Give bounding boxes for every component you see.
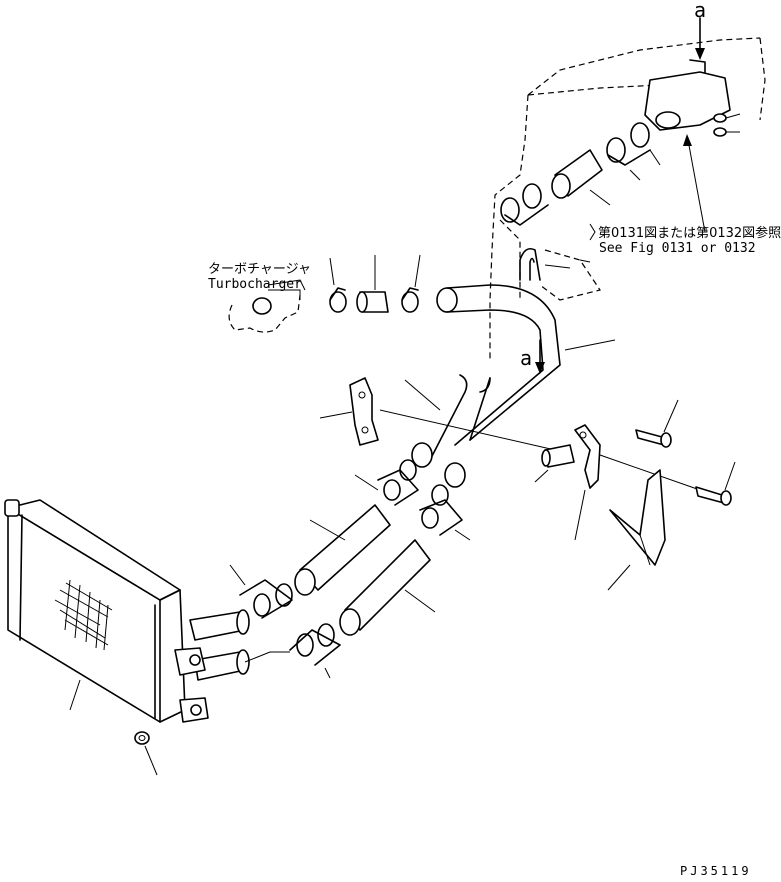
- nut: [713, 113, 727, 123]
- clamp-pair-mid-top: [500, 183, 549, 226]
- bolt-upper: [635, 399, 679, 448]
- turbocharger-label-jp: ターボチャージャ: [208, 262, 311, 277]
- clamp-pair-top: [606, 122, 661, 181]
- nut: [713, 127, 727, 137]
- view-arrow-top: [695, 17, 705, 60]
- intake-connector: [644, 59, 741, 137]
- cooler-mount-lower: [179, 697, 209, 723]
- short-hose-top: [551, 149, 611, 206]
- reference-label-jp: 第0131図または第0132図参照: [598, 226, 781, 241]
- reference-label-en: See Fig 0131 or 0132: [599, 241, 756, 256]
- elbow-hose-small: [519, 247, 571, 281]
- bracket-left: [319, 377, 556, 451]
- turbo-clamp-hose: [329, 254, 421, 313]
- turbo-label-bracket: [267, 279, 306, 291]
- view-mark-top: a: [694, 0, 707, 22]
- engine-block-outline: [489, 37, 766, 360]
- cooler-mount-upper: [174, 647, 206, 676]
- core-fin-pattern: [54, 579, 113, 651]
- view-mark-mid: a: [520, 346, 533, 370]
- cooler-outlet-upper: [189, 609, 250, 641]
- turbocharger-label-en: Turbocharger: [208, 277, 302, 292]
- turbocharger-outline: [228, 289, 301, 333]
- view-arrow-mid: [535, 339, 545, 374]
- clamp-group-center: [354, 459, 471, 541]
- cover-plate: [607, 469, 666, 591]
- aftercooler-core: [4, 499, 186, 723]
- clamp-pair-lower-right: [289, 623, 341, 679]
- washer: [134, 731, 158, 776]
- spacer-collar: [534, 444, 575, 483]
- air-pipe-upper: [436, 284, 616, 446]
- air-pipe-lower: [404, 374, 491, 488]
- cooler-outlet-lower: [194, 649, 290, 681]
- ref-arrow: [579, 134, 706, 263]
- hose-to-cooler-upper: [294, 504, 391, 596]
- hose-to-cooler-lower: [339, 539, 436, 636]
- bracket-right: [574, 424, 701, 541]
- bolt-lower: [695, 461, 736, 506]
- drawing-code: PJ35119: [680, 864, 752, 878]
- clamp-pair-lower-left: [229, 564, 293, 619]
